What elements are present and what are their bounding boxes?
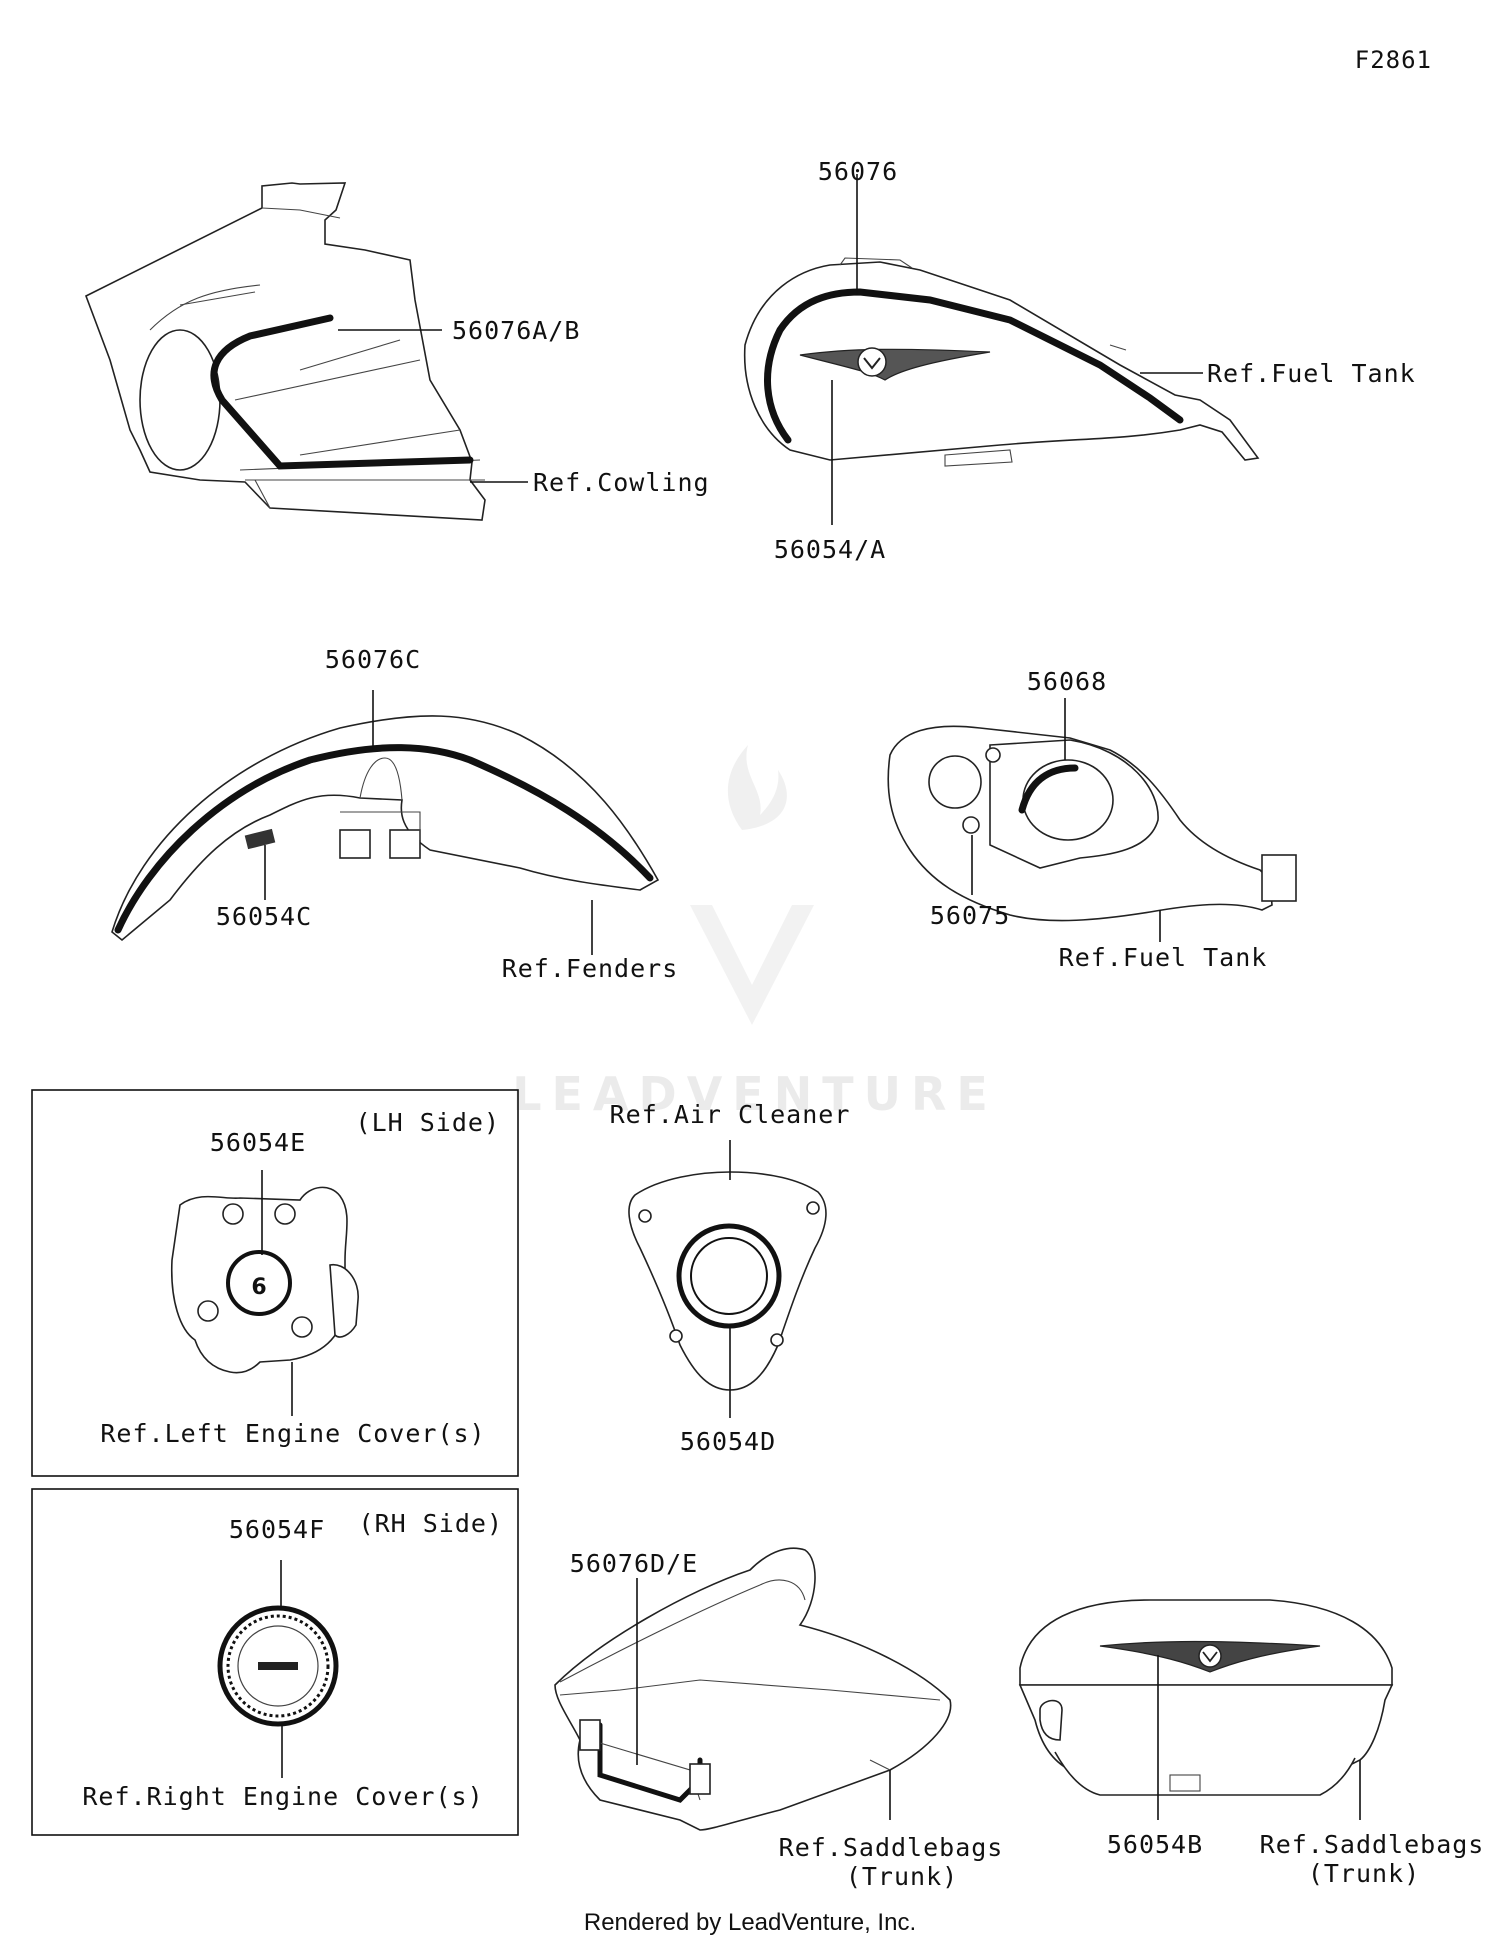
leadventure-watermark: LEADVENTURE [512, 745, 998, 1121]
callout-56076c: 56076C [325, 645, 421, 674]
left-engine-cover-part: 6 [170, 1186, 359, 1374]
callout-56054c: 56054C [216, 902, 312, 931]
callout-56076de: 56076D/E [570, 1549, 698, 1578]
fuel-tank-top-view [887, 725, 1297, 922]
rh-side-title: (RH Side) [359, 1509, 503, 1538]
front-fender-part [111, 715, 660, 942]
callout-ref-cowling: Ref.Cowling [533, 468, 710, 497]
callout-56054b: 56054B [1107, 1830, 1203, 1859]
callout-56054f: 56054F [229, 1515, 325, 1544]
callout-ref-right-engine-cover: Ref.Right Engine Cover(s) [82, 1782, 483, 1811]
trunk-part [1018, 1599, 1394, 1796]
callout-56068: 56068 [1027, 667, 1107, 696]
callout-ref-left-engine-cover: Ref.Left Engine Cover(s) [100, 1419, 485, 1448]
callout-56076: 56076 [818, 157, 898, 186]
saddlebag-trunk-part [554, 1547, 952, 1831]
right-engine-cover-part [217, 1605, 339, 1727]
callout-ref-saddlebags-trunk-2: Ref.Saddlebags [1260, 1830, 1485, 1859]
air-cleaner-part [628, 1171, 827, 1391]
svg-text:6: 6 [251, 1275, 266, 1300]
callout-trunk-1: (Trunk) [846, 1862, 958, 1891]
rh-side-panel [31, 1488, 519, 1836]
lh-side-title: (LH Side) [356, 1108, 500, 1137]
callout-trunk-2: (Trunk) [1308, 1859, 1420, 1888]
callout-56054e: 56054E [210, 1128, 306, 1157]
watermark-text: LEADVENTURE [512, 1067, 998, 1121]
footer-credit: Rendered by LeadVenture, Inc. [584, 1909, 916, 1936]
callout-ref-saddlebags-trunk-1: Ref.Saddlebags [779, 1833, 1004, 1862]
figure-code: F2861 [1355, 46, 1432, 74]
callout-56054d: 56054D [680, 1427, 776, 1456]
callout-ref-fuel-tank-mid: Ref.Fuel Tank [1059, 943, 1268, 972]
callout-56054a: 56054/A [774, 535, 886, 564]
callout-56076ab: 56076A/B [452, 316, 580, 345]
fuel-tank-part [743, 257, 1260, 467]
cowling-part [84, 182, 486, 521]
callout-ref-air-cleaner: Ref.Air Cleaner [610, 1100, 851, 1129]
lh-side-panel [31, 1089, 519, 1477]
callout-ref-fuel-tank-top: Ref.Fuel Tank [1207, 359, 1416, 388]
callout-ref-fenders: Ref.Fenders [502, 954, 679, 983]
callout-56075: 56075 [930, 901, 1010, 930]
